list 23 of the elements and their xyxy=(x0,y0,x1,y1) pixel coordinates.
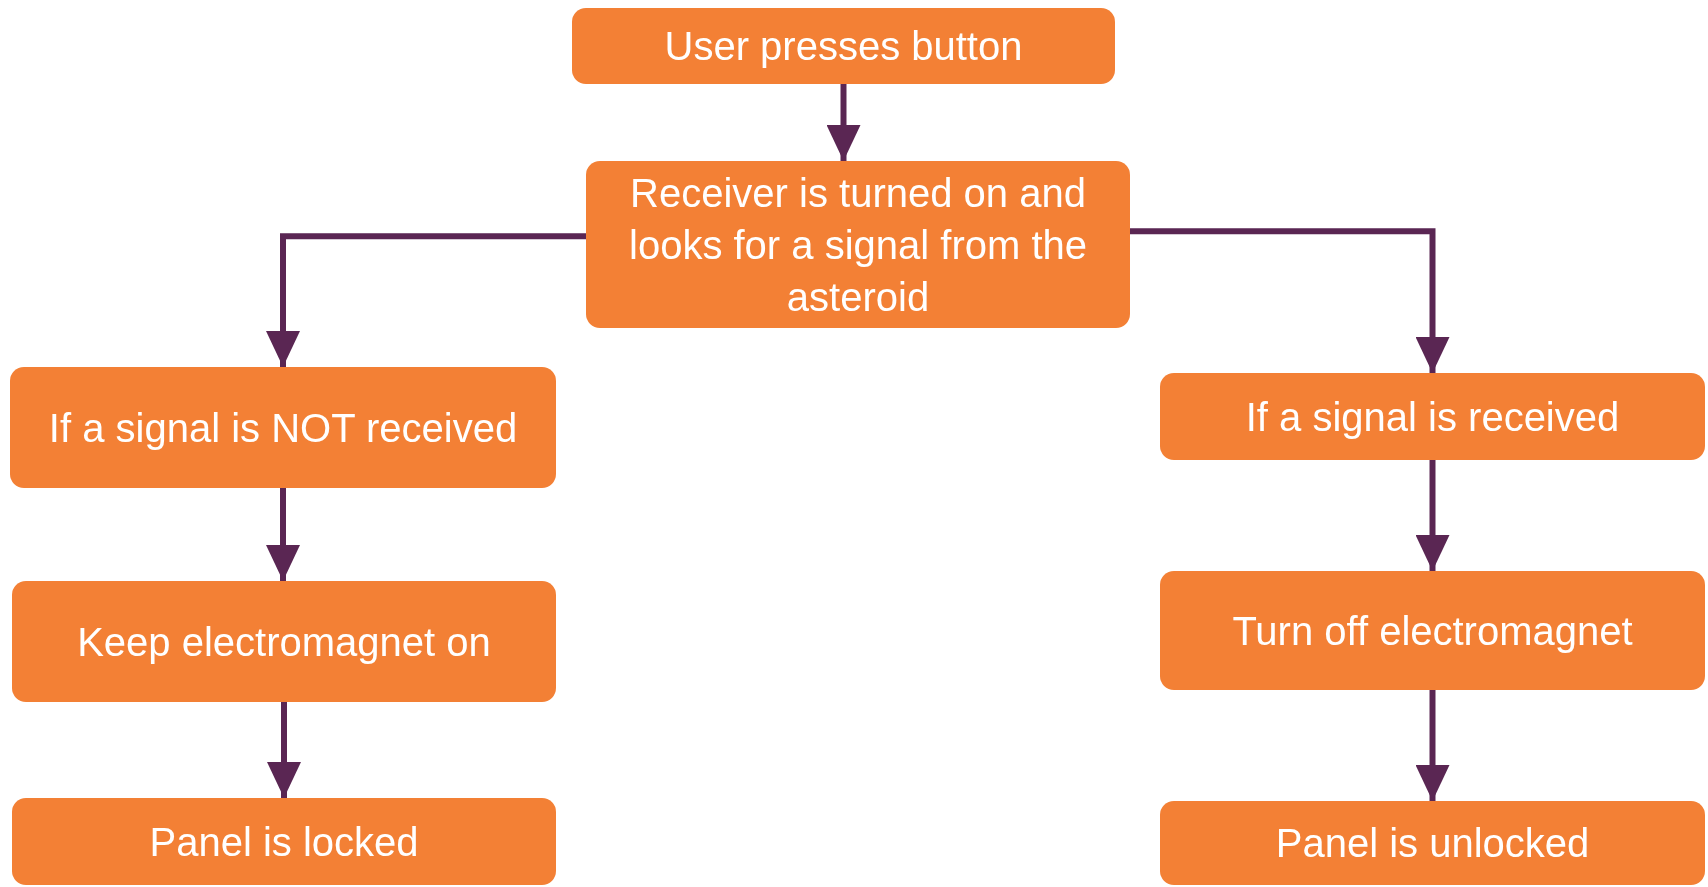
box-label: Turn off electromagnet xyxy=(1232,607,1633,655)
process-box xyxy=(572,8,1115,84)
box-label: If a signal is received xyxy=(1245,393,1620,441)
arrow xyxy=(826,84,861,161)
process-box xyxy=(10,367,556,488)
arrow xyxy=(266,488,300,581)
process-box xyxy=(1160,571,1705,690)
box-label: Panel is unlocked xyxy=(1275,820,1590,867)
process-box xyxy=(1160,801,1705,885)
process-box xyxy=(1160,373,1705,460)
box-label: Receiver is turned on and looks for a signal from the asteroid xyxy=(628,169,1088,321)
process-box xyxy=(12,798,556,885)
arrow xyxy=(1415,690,1450,801)
box-label: Panel is locked xyxy=(149,818,419,866)
process-box xyxy=(586,161,1130,328)
arrow xyxy=(266,233,586,367)
arrow xyxy=(267,702,301,798)
arrow xyxy=(1130,228,1450,373)
box-label: Keep electromagnet on xyxy=(77,618,491,666)
arrow xyxy=(1415,460,1450,571)
box-label: If a signal is NOT received xyxy=(48,404,518,452)
process-box xyxy=(12,581,556,702)
box-label: User presses button xyxy=(664,23,1023,70)
